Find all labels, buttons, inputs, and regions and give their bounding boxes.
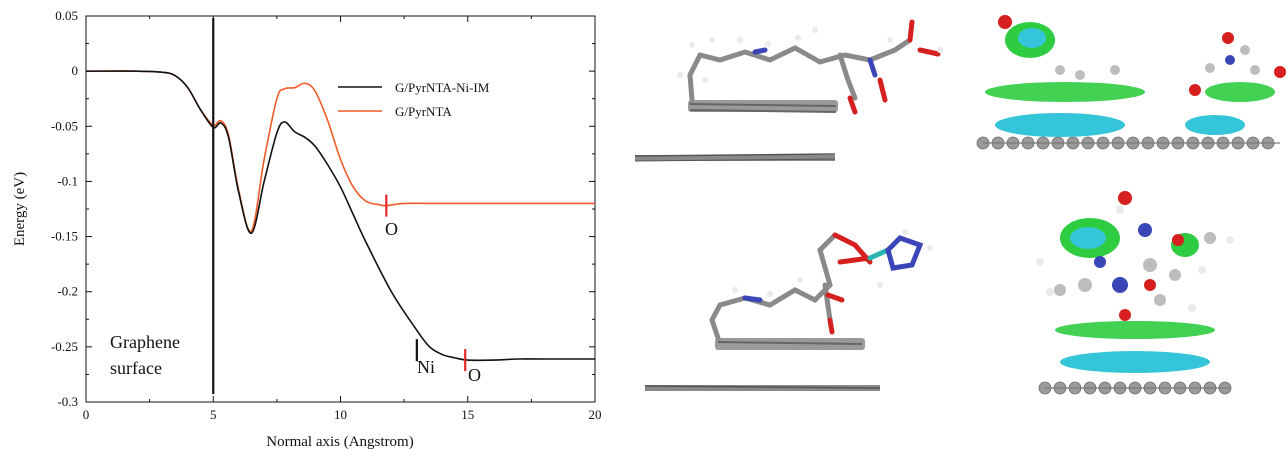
energy-chart: 0 5 10 15 20 0.05 0 -0.05 -0.1 -0.15 -0.2 -0.25 -0.3… (12, 8, 602, 449)
x-tick-label: 20 (589, 407, 602, 422)
x-tick-label: 10 (334, 407, 347, 422)
hydrogens (677, 27, 943, 83)
y-tick-label: 0.05 (55, 8, 78, 23)
ni-label: Ni (417, 357, 435, 377)
legend-label-red: G/PyrNTA (395, 104, 452, 119)
legend: G/PyrNTA-Ni-IM G/PyrNTA (338, 80, 490, 119)
molecule-panel-bottom-right (1036, 191, 1234, 395)
graphene-sheet-lower (644, 385, 881, 391)
density-green-sheet (985, 82, 1145, 102)
legend-label-black: G/PyrNTA-Ni-IM (395, 80, 490, 95)
x-tick-label: 5 (210, 407, 217, 422)
graphene-sheet (634, 153, 836, 162)
series-group (85, 70, 595, 362)
surface-label: surface (110, 358, 162, 378)
annotations (212, 18, 467, 394)
density-cyan-sheet (995, 113, 1125, 137)
molecule-panel-top-left (634, 19, 943, 162)
y-tick-label: -0.1 (57, 173, 78, 188)
x-axis-label: Normal axis (Angstrom) (266, 434, 413, 449)
y-tick-label: -0.3 (57, 394, 78, 409)
density-green-sheet-lower (1055, 321, 1215, 339)
o-label-upper: O (385, 219, 398, 239)
molecule-panel-bottom-left (644, 229, 933, 391)
molecule-panel-top-right (976, 15, 1286, 150)
x-tick-label: 0 (83, 407, 90, 422)
x-tick-label: 15 (461, 407, 474, 422)
molecule-renderings (634, 15, 1286, 395)
pyrene-layer-lower (715, 338, 865, 350)
y-axis-label: Energy (eV) (12, 172, 28, 246)
y-tick-label: 0 (72, 63, 79, 78)
o-label-lower: O (468, 365, 481, 385)
density-cyan-sheet-lower (1060, 351, 1210, 373)
y-tick-label: -0.25 (51, 339, 78, 354)
graphene-label: Graphene (110, 332, 180, 352)
y-tick-label: -0.05 (51, 118, 78, 133)
graphene-atoms-lower (1038, 381, 1232, 395)
y-tick-label: -0.2 (57, 284, 78, 299)
axis-ticks: 0 5 10 15 20 0.05 0 -0.05 -0.1 -0.15 -0.2 -0.25 -0.3 (51, 8, 602, 422)
ntachain-lower (709, 232, 924, 341)
pyrene-layer (688, 100, 838, 113)
graphene-atoms (976, 136, 1280, 150)
series-line-g-pyrnta-ni-im (85, 70, 595, 362)
ntachain (687, 19, 941, 115)
y-tick-label: -0.15 (51, 229, 78, 244)
series-line-g-pyrnta (85, 70, 595, 233)
